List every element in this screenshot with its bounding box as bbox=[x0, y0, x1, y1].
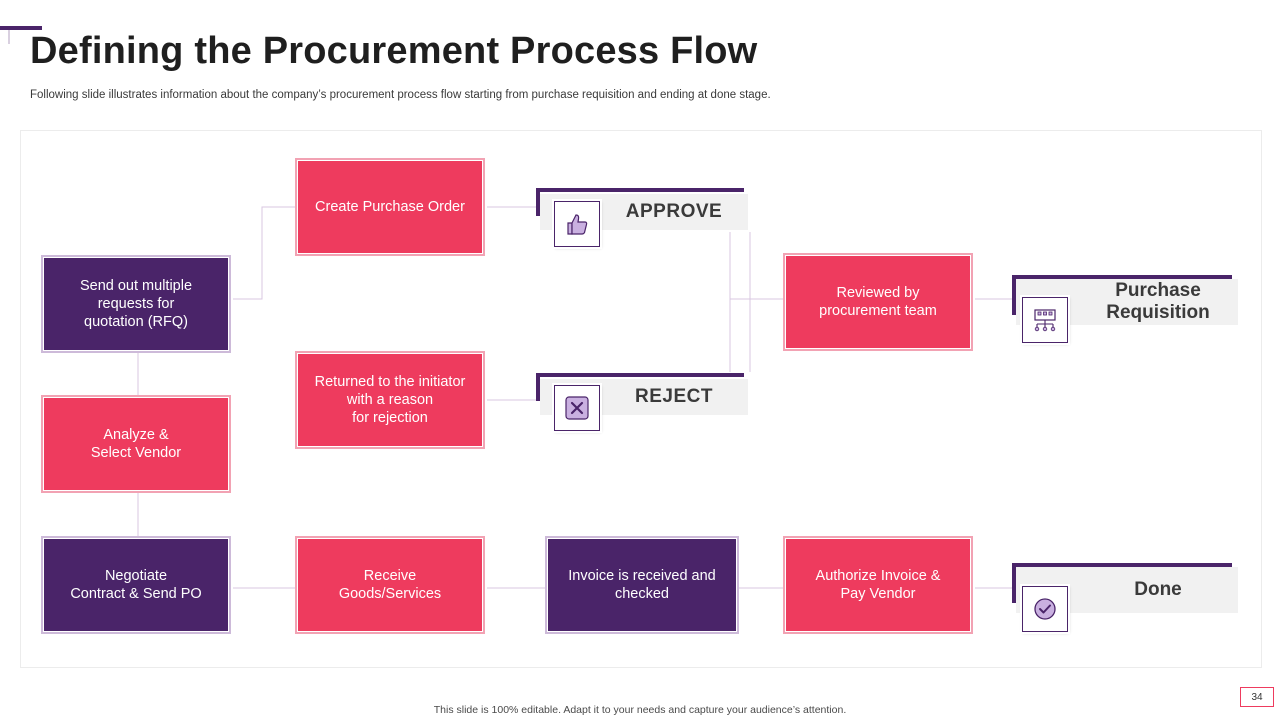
connector-rfq-to-po bbox=[233, 206, 297, 300]
step-label: Returned to the initiator with a reason … bbox=[314, 374, 466, 426]
step-label: Authorize Invoice & Pay Vendor bbox=[815, 568, 941, 602]
corner-accent bbox=[0, 26, 42, 30]
thumbs-up-icon bbox=[554, 201, 600, 247]
stage-bar-side bbox=[1012, 563, 1016, 603]
step-reviewed-by-team: Reviewed by procurement team bbox=[783, 253, 973, 351]
decision-bar bbox=[536, 188, 744, 192]
slide-footer: This slide is 100% editable. Adapt it to… bbox=[433, 704, 847, 716]
stage-bar bbox=[1012, 275, 1232, 279]
stage-label: Purchase Requisition bbox=[1106, 280, 1210, 323]
step-label: Receive Goods/Services bbox=[338, 568, 442, 602]
step-returned-to-initiator: Returned to the initiator with a reason … bbox=[295, 351, 485, 449]
decision-bar-side bbox=[536, 373, 540, 401]
x-mark-icon bbox=[554, 385, 600, 431]
step-label: Send out multiple requests for quotation… bbox=[79, 278, 193, 330]
decision-bar-side bbox=[536, 188, 540, 216]
step-invoice-received: Invoice is received and checked bbox=[545, 536, 739, 634]
corner-accent-line bbox=[8, 30, 10, 44]
step-authorize-invoice: Authorize Invoice & Pay Vendor bbox=[783, 536, 973, 634]
slide-subtitle: Following slide illustrates information … bbox=[30, 89, 771, 101]
step-label: Reviewed by procurement team bbox=[819, 285, 937, 319]
decision-label: APPROVE bbox=[625, 201, 723, 222]
step-label: Analyze & Select Vendor bbox=[90, 427, 182, 461]
stage-bar bbox=[1012, 563, 1232, 567]
step-create-purchase-order: Create Purchase Order bbox=[295, 158, 485, 256]
step-send-rfq: Send out multiple requests for quotation… bbox=[41, 255, 231, 353]
stage-bar-side bbox=[1012, 275, 1016, 315]
step-label: Invoice is received and checked bbox=[568, 568, 716, 602]
page-number: 34 bbox=[1240, 687, 1274, 707]
stage-label: Done bbox=[1134, 579, 1182, 600]
building-network-icon bbox=[1022, 297, 1068, 343]
check-circle-icon bbox=[1022, 586, 1068, 632]
step-analyze-select-vendor: Analyze & Select Vendor bbox=[41, 395, 231, 493]
step-receive-goods: Receive Goods/Services bbox=[295, 536, 485, 634]
step-negotiate-contract: Negotiate Contract & Send PO bbox=[41, 536, 231, 634]
decision-label: REJECT bbox=[635, 386, 713, 407]
slide-title: Defining the Procurement Process Flow bbox=[30, 30, 758, 72]
step-label: Create Purchase Order bbox=[315, 199, 465, 215]
step-label: Negotiate Contract & Send PO bbox=[70, 568, 202, 602]
decision-bar bbox=[536, 373, 744, 377]
